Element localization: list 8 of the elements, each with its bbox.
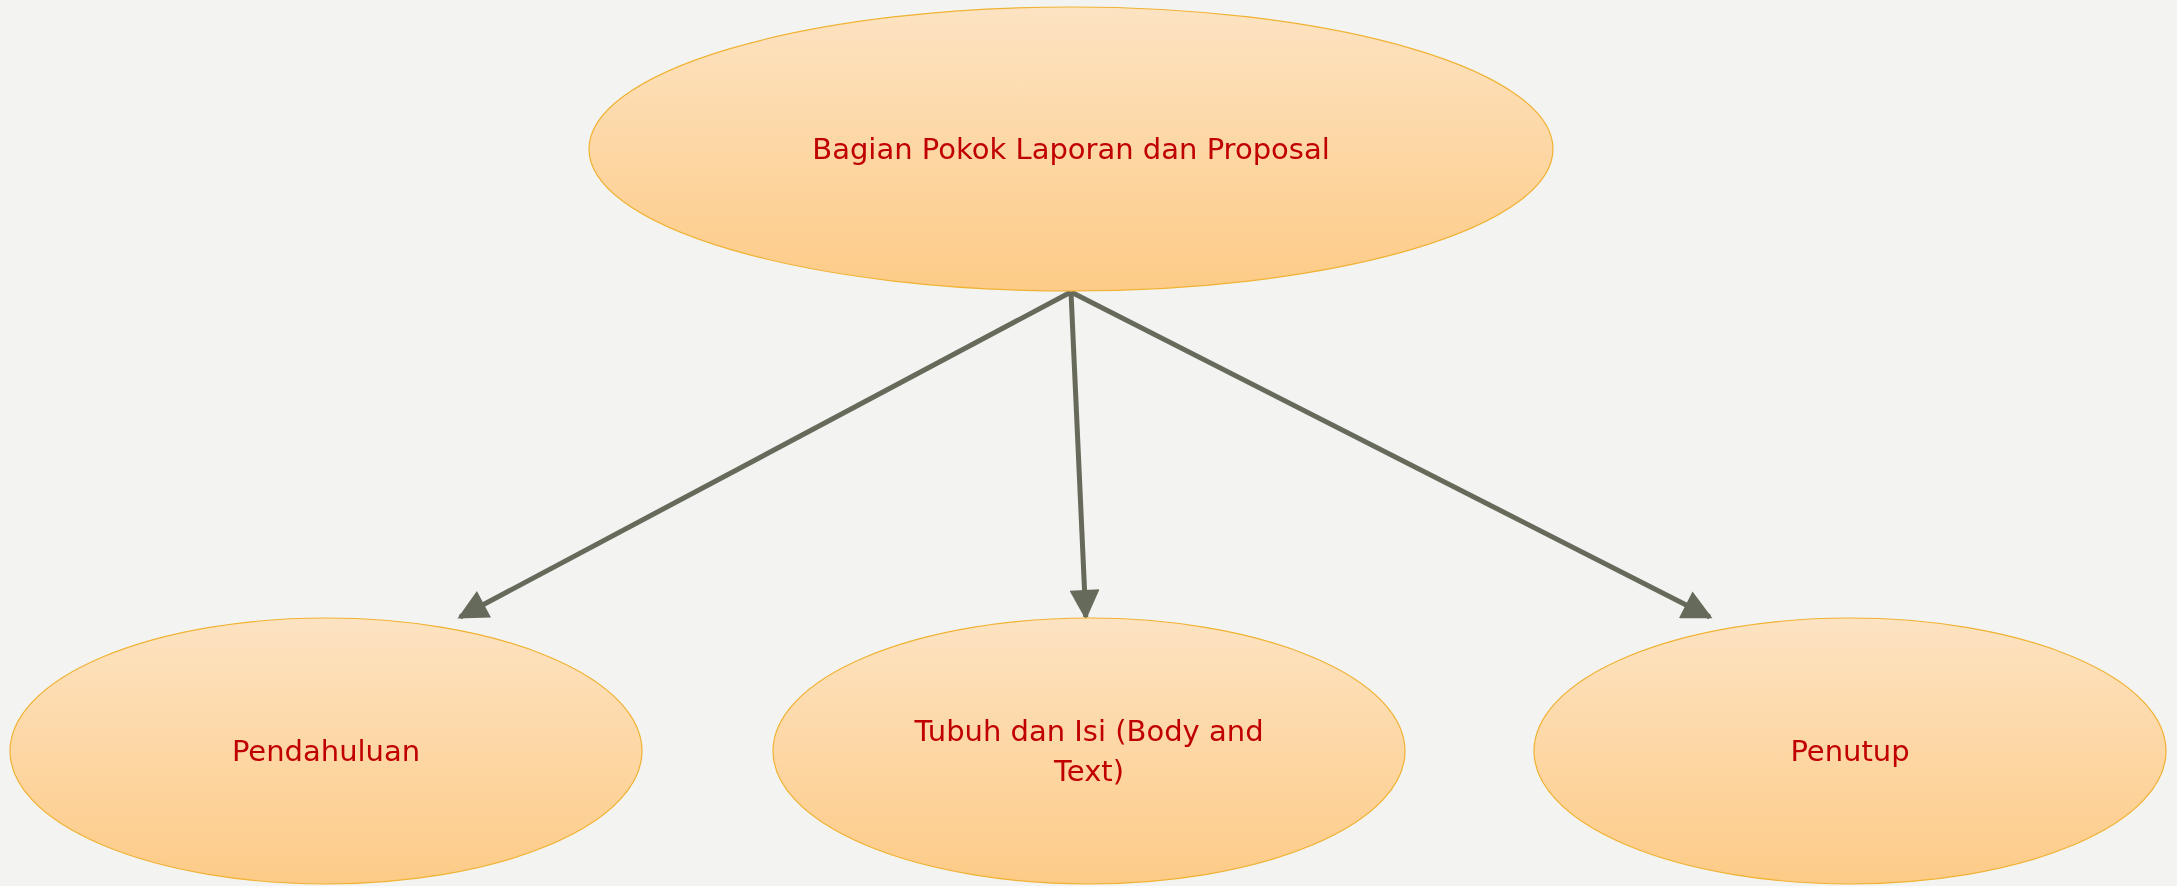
ellipse-node [772, 617, 1406, 885]
ellipse-node [9, 617, 643, 885]
node-label: Tubuh dan Isi (Body and Text) [913, 712, 1265, 791]
ellipse-node [588, 6, 1554, 292]
node-label: Bagian Pokok Laporan dan Proposal [811, 130, 1331, 168]
node-label: Pendahuluan [230, 732, 422, 770]
node-label: Penutup [1789, 732, 1911, 770]
ellipse-node [1533, 617, 2167, 885]
